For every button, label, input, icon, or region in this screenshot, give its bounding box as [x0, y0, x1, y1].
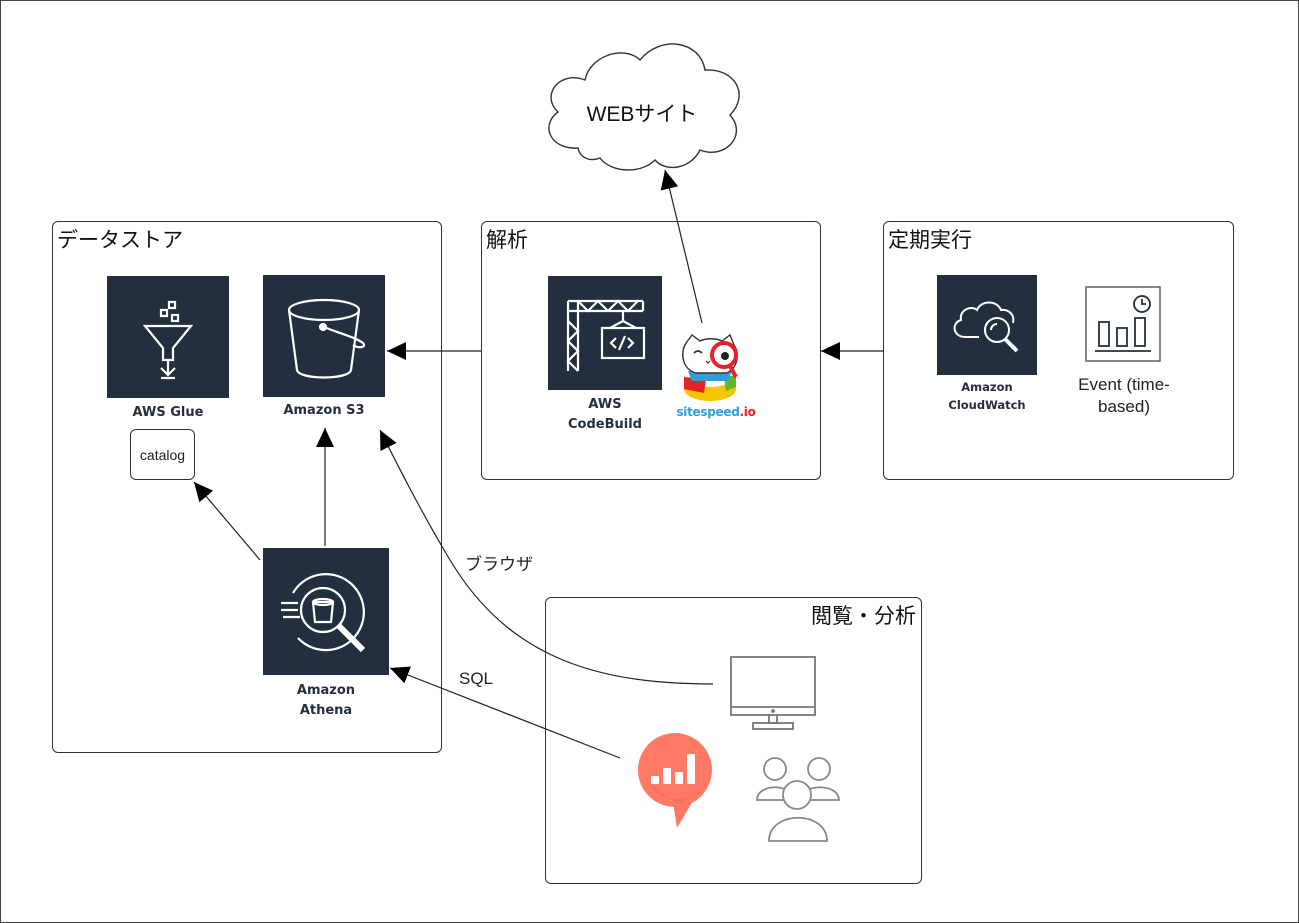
s3-label: Amazon S3	[283, 403, 365, 418]
group-scheduled[interactable]: 定期実行	[883, 221, 1234, 480]
event-time-based-icon	[1085, 286, 1161, 362]
event-label: Event (time- based)	[1060, 374, 1188, 418]
website-cloud-label: WEBサイト	[586, 103, 698, 126]
athena-label-line2: Athena	[299, 703, 353, 718]
athena-search-icon	[281, 573, 366, 653]
sitespeed-label-part2: .io	[739, 405, 756, 419]
monitor[interactable]	[729, 655, 817, 735]
codebuild-label-line1: AWS	[588, 397, 622, 412]
codebuild-service[interactable]	[548, 276, 662, 390]
glue-label: AWS Glue	[132, 405, 204, 420]
codebuild-label-line2: CodeBuild	[568, 417, 642, 432]
cloudwatch-icon	[953, 301, 1019, 353]
redash[interactable]	[637, 732, 713, 828]
edge-label-browser: ブラウザ	[465, 555, 533, 574]
monitor-icon	[730, 656, 816, 730]
event-label-line2: based)	[1098, 397, 1150, 416]
glue-funnel-icon	[142, 300, 194, 380]
redash-icon	[638, 733, 712, 828]
cloudwatch-label: Amazon CloudWatch	[937, 378, 1037, 414]
catalog-box[interactable]: catalog	[130, 429, 195, 480]
event-label-line1: Event (time-	[1078, 375, 1170, 394]
users[interactable]	[755, 755, 843, 843]
users-icon	[756, 757, 840, 842]
edge-label-sql: SQL	[459, 669, 494, 688]
group-viewing[interactable]: 閲覧・分析	[545, 597, 922, 884]
sitespeed-cat-logo	[682, 333, 738, 401]
codebuild-crane-icon	[566, 299, 646, 372]
group-scheduled-title: 定期実行	[888, 229, 972, 252]
cloudwatch-label-line1: Amazon	[961, 380, 1013, 394]
codebuild-label: AWS CodeBuild	[548, 395, 662, 435]
cloudwatch-service[interactable]	[937, 275, 1037, 375]
s3-service[interactable]	[263, 275, 385, 397]
event-time-based[interactable]	[1085, 286, 1161, 362]
group-datastore-title: データストア	[57, 229, 183, 252]
glue-service[interactable]	[107, 276, 229, 398]
athena-service[interactable]	[263, 548, 389, 675]
athena-label: Amazon Athena	[263, 681, 389, 721]
cloudwatch-label-line2: CloudWatch	[948, 398, 1026, 412]
sitespeed-label: sitespeed.io	[676, 405, 756, 419]
sitespeed-label-part1: sitespeed	[676, 405, 740, 419]
athena-label-line1: Amazon	[296, 683, 356, 698]
group-viewing-title: 閲覧・分析	[811, 605, 916, 628]
group-analysis-title: 解析	[486, 229, 528, 252]
sitespeed-logo[interactable]: sitespeed.io	[676, 333, 756, 423]
s3-bucket-icon	[287, 298, 366, 379]
